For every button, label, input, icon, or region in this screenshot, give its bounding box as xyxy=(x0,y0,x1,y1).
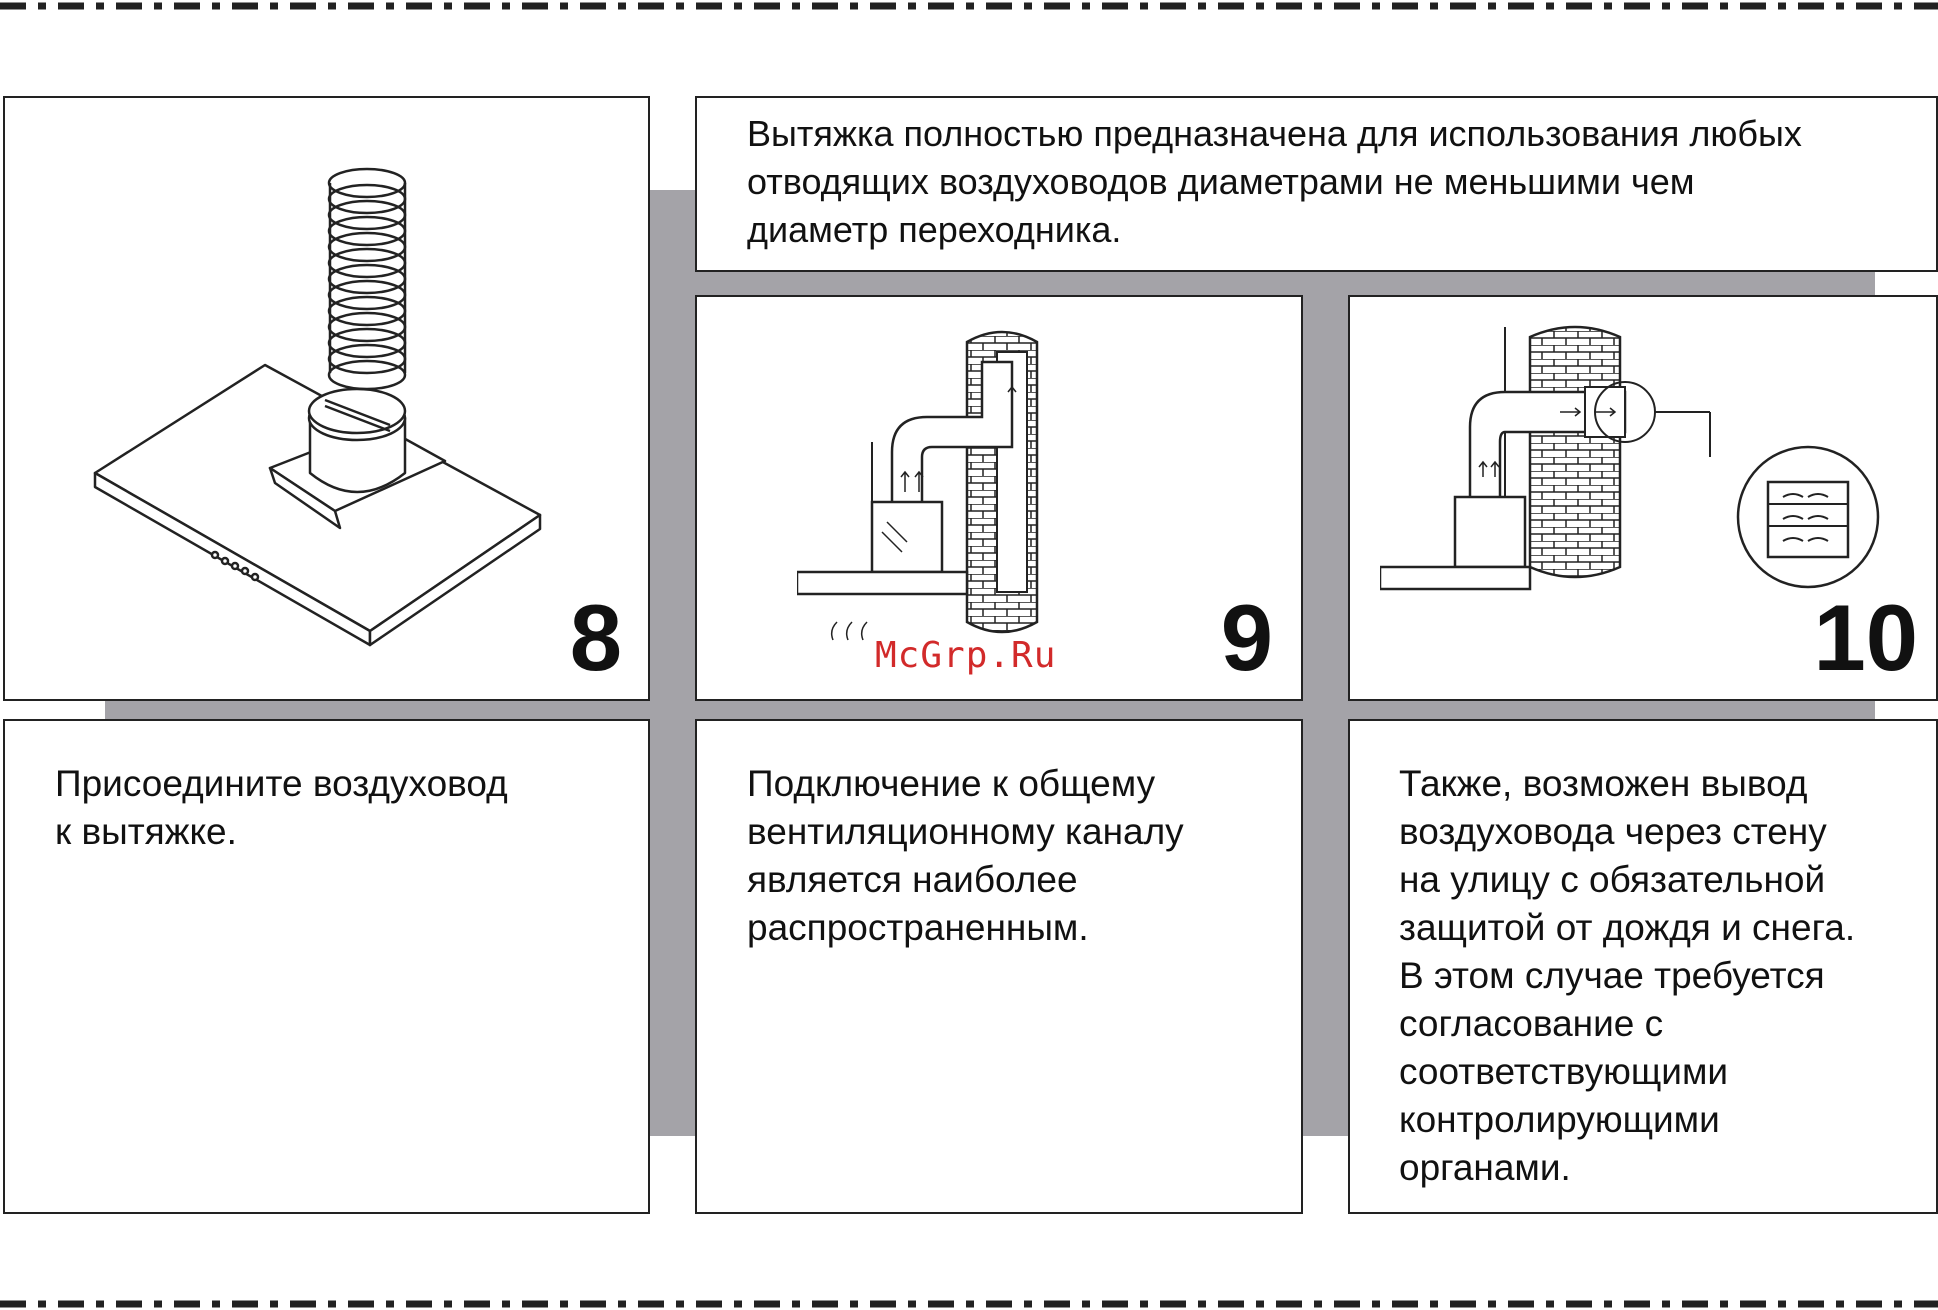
step-8-caption-box: Присоедините воздуховод к вытяжке. xyxy=(3,719,650,1214)
wall-outlet-illustration xyxy=(1380,325,1711,591)
hood-duct-illustration xyxy=(93,167,542,647)
gray-frame-strip xyxy=(105,699,1875,719)
vent-shaft-illustration xyxy=(797,330,1039,641)
step-8-number: 8 xyxy=(569,585,622,690)
intro-text: Вытяжка полностью предназначена для испо… xyxy=(747,113,1802,250)
step-10-caption: Также, возможен вывод воздуховода через … xyxy=(1399,763,1856,1188)
step-10-panel: 10 xyxy=(1348,295,1938,701)
top-dashed-border xyxy=(0,2,1938,10)
step-9-number: 9 xyxy=(1220,585,1273,690)
step-9-panel: McGrp.Ru 9 xyxy=(695,295,1303,701)
grille-detail-icon xyxy=(1736,445,1880,589)
step-8-panel: 8 xyxy=(3,96,650,701)
step-9-caption-box: Подключение к общему вентиляционному кан… xyxy=(695,719,1303,1214)
step-10-caption-box: Также, возможен вывод воздуховода через … xyxy=(1348,719,1938,1214)
step-8-caption: Присоедините воздуховод к вытяжке. xyxy=(55,763,508,852)
bottom-dashed-border xyxy=(0,1300,1938,1308)
watermark: McGrp.Ru xyxy=(875,635,1057,676)
step-10-number: 10 xyxy=(1813,585,1918,690)
step-9-caption: Подключение к общему вентиляционному кан… xyxy=(747,763,1184,948)
intro-box: Вытяжка полностью предназначена для испо… xyxy=(695,96,1938,272)
